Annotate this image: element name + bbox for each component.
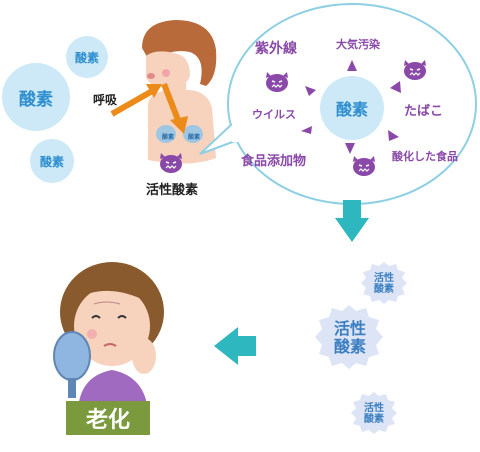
- body-oxygen-bubble-right: 酸素: [187, 133, 200, 141]
- active-oxygen-star-middle: 活性 酸素: [333, 318, 366, 356]
- oxygen-bubble-small-bottom: 酸素: [30, 139, 74, 183]
- oxygen-bubble-small-top: 酸素: [66, 36, 108, 78]
- germ-icon-additives: [353, 156, 375, 176]
- body-oxygen-bubble-left: 酸素: [161, 133, 174, 141]
- woman-breathing-illustration: [142, 20, 217, 164]
- cause-pollution: 大気汚染: [336, 38, 380, 51]
- oxygen-bubble-large: 酸素: [2, 63, 70, 131]
- orange-arrows: [110, 82, 188, 134]
- germ-icon-tobacco: [404, 60, 426, 80]
- cause-center-oxygen: 酸素: [335, 100, 368, 119]
- germ-icon-uv: [266, 72, 288, 92]
- breathing-label: 呼吸: [93, 93, 118, 107]
- active-oxygen-star-top: 活性 酸素: [374, 272, 394, 296]
- active-oxygen-germ-icon: [160, 153, 182, 173]
- cause-uv: 紫外線: [255, 41, 297, 57]
- aging-woman-illustration: [53, 262, 164, 410]
- cause-tobacco: たばこ: [404, 104, 444, 119]
- active-oxygen-star-bottom: 活性 酸素: [364, 402, 384, 426]
- cause-oxidized-food: 酸化した食品: [392, 150, 458, 163]
- active-oxygen-label: 活性酸素: [146, 183, 199, 198]
- cause-virus: ウイルス: [252, 108, 296, 121]
- aging-label: 老化: [66, 401, 150, 435]
- cause-additives: 食品添加物: [241, 154, 307, 169]
